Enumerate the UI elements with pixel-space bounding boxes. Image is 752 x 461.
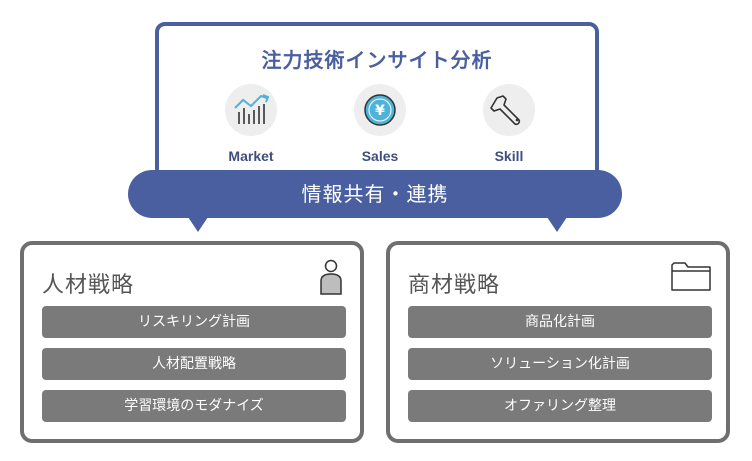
banner-arrow-left bbox=[186, 214, 210, 232]
market-label: Market bbox=[228, 148, 274, 164]
list-item: オファリング整理 bbox=[408, 390, 712, 422]
product-strategy-panel: 商材戦略 商品化計画 ソリューション化計画 オファリング整理 bbox=[386, 241, 730, 443]
person-icon bbox=[318, 257, 344, 301]
insight-analysis-title: 注力技術インサイト分析 bbox=[261, 48, 493, 72]
banner-arrow-right bbox=[545, 214, 569, 232]
list-item: リスキリング計画 bbox=[42, 306, 346, 338]
market-chart-icon bbox=[225, 84, 277, 136]
panel-title: 商材戦略 bbox=[408, 273, 501, 298]
panel-title: 人材戦略 bbox=[42, 273, 135, 298]
folder-icon bbox=[670, 259, 712, 297]
sales-item: ¥ Sales bbox=[335, 84, 425, 164]
market-item: Market bbox=[206, 84, 296, 164]
svg-text:¥: ¥ bbox=[375, 103, 385, 119]
insight-analysis-box: 注力技術インサイト分析 Market ¥ bbox=[155, 22, 599, 190]
skill-label: Skill bbox=[494, 148, 524, 164]
list-item: ソリューション化計画 bbox=[408, 348, 712, 380]
info-sharing-banner: 情報共有・連携 bbox=[128, 170, 622, 218]
list-item: 人材配置戦略 bbox=[42, 348, 346, 380]
hr-strategy-panel: 人材戦略 リスキリング計画 人材配置戦略 学習環境のモダナイズ bbox=[20, 241, 364, 443]
skill-item: Skill bbox=[464, 84, 554, 164]
yen-coin-icon: ¥ bbox=[354, 84, 406, 136]
sales-label: Sales bbox=[361, 148, 399, 164]
wrench-icon bbox=[483, 84, 535, 136]
list-item: 学習環境のモダナイズ bbox=[42, 390, 346, 422]
list-item: 商品化計画 bbox=[408, 306, 712, 338]
